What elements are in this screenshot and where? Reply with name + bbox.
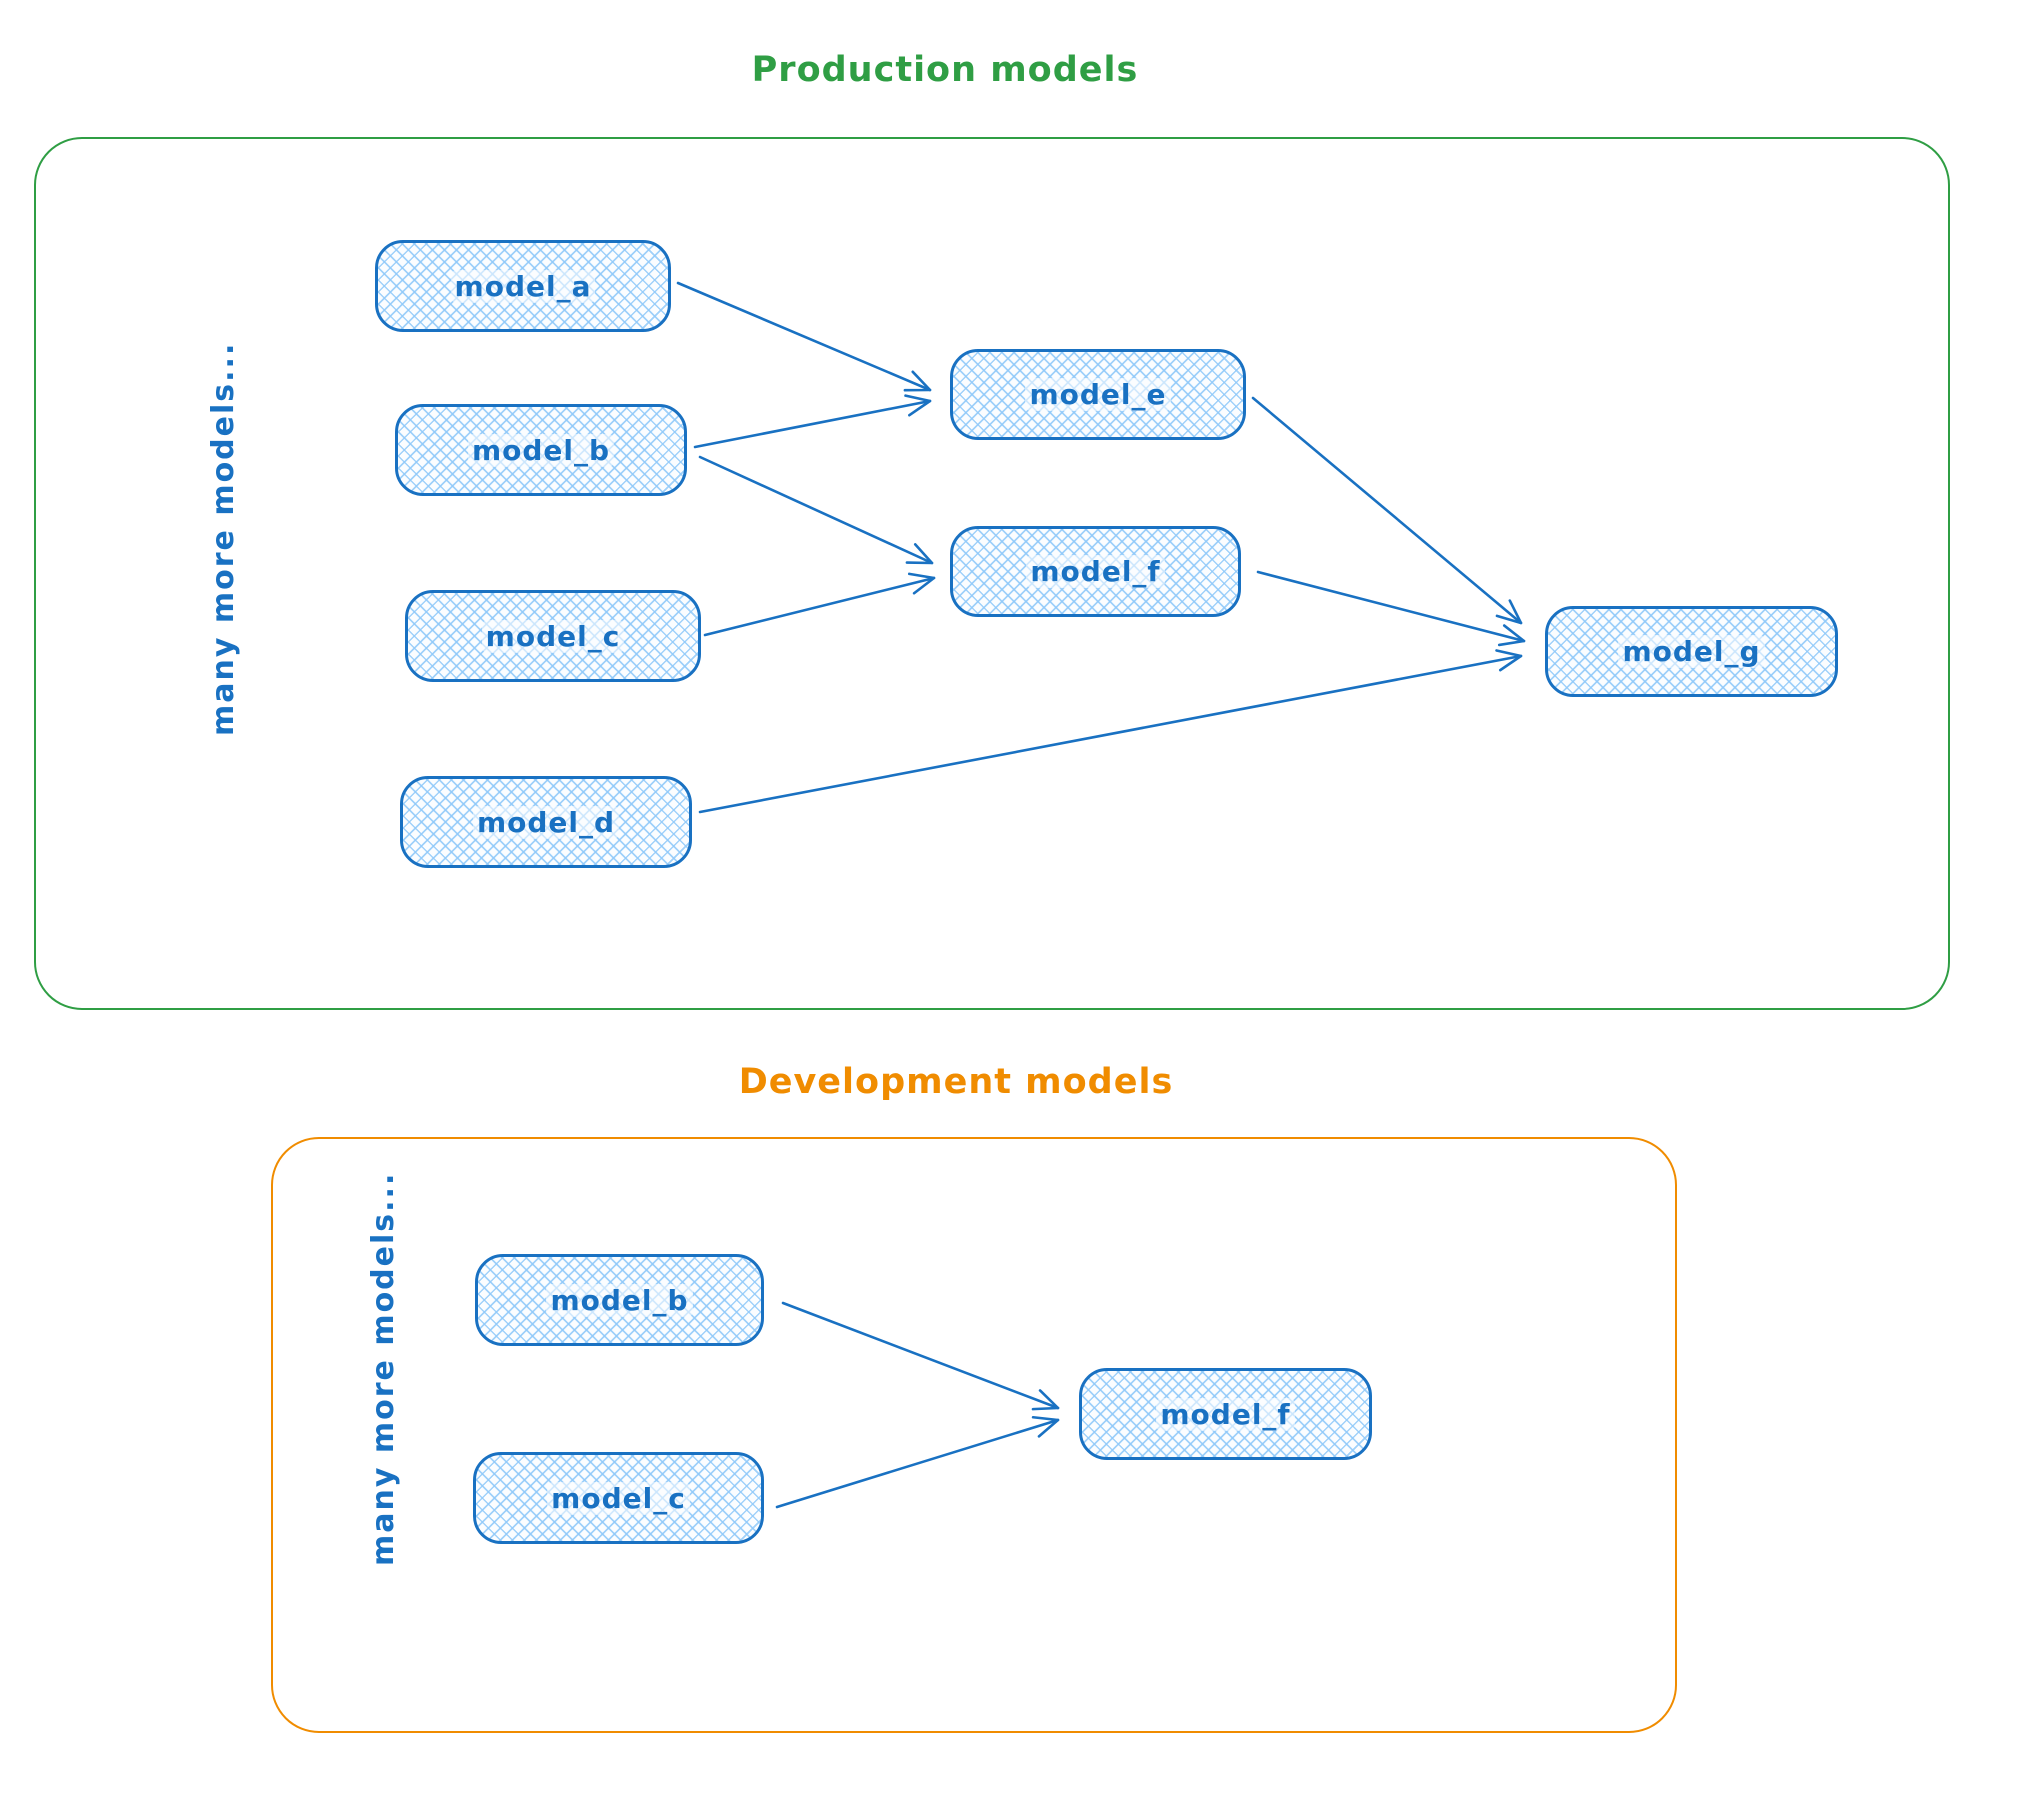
node-production-model-e: model_e (950, 349, 1246, 440)
development-group-title: Development models (738, 1062, 1174, 1102)
node-label: model_f (1026, 555, 1165, 588)
node-production-model-c: model_c (405, 590, 701, 682)
node-label: model_a (450, 269, 596, 303)
development-group-box (271, 1137, 1677, 1733)
node-label: model_f (1156, 1397, 1295, 1431)
node-production-model-g: model_g (1545, 606, 1838, 697)
node-label: model_b (546, 1283, 693, 1317)
node-label: model_b (467, 433, 615, 467)
node-label: model_c (481, 619, 625, 653)
node-label: model_d (472, 805, 620, 839)
node-production-model-a: model_a (375, 240, 671, 332)
node-production-model-f: model_f (950, 526, 1241, 617)
node-development-model-f: model_f (1079, 1368, 1372, 1460)
node-label: model_e (1025, 378, 1171, 411)
production-side-label: many more models... (206, 341, 241, 736)
node-label: model_c (547, 1481, 690, 1515)
production-group-title: Production models (751, 50, 1139, 90)
node-label: model_g (1618, 635, 1765, 668)
node-development-model-c: model_c (473, 1452, 764, 1544)
production-group-box (34, 137, 1950, 1010)
node-development-model-b: model_b (475, 1254, 764, 1346)
node-production-model-b: model_b (395, 404, 687, 496)
development-side-label: many more models... (366, 1171, 401, 1566)
node-production-model-d: model_d (400, 776, 692, 868)
